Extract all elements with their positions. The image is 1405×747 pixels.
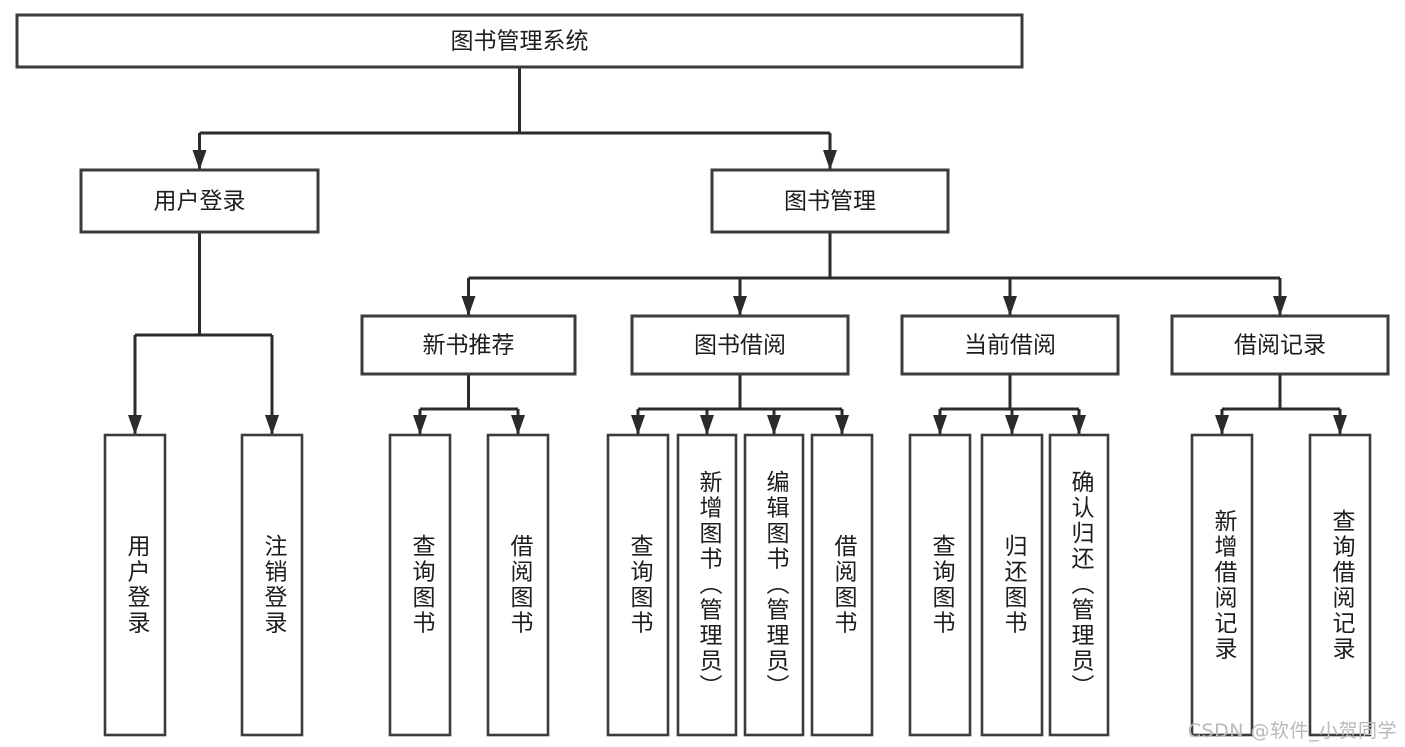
connector-arrowhead [1005, 415, 1019, 435]
watermark: CSDN @软件_小贺同学 [1187, 720, 1397, 742]
node-box-leaf-add-book[interactable] [676, 433, 738, 737]
connector-arrowhead [1215, 415, 1229, 435]
node-box-leaf-query-book-3[interactable] [908, 433, 972, 737]
node-label-borrow-record: 借阅记录 [1234, 333, 1326, 359]
node-box-leaf-borrow-book-1[interactable] [486, 433, 550, 737]
connector-arrowhead [461, 296, 476, 316]
node-box-leaf-query-book-2[interactable] [606, 433, 670, 737]
node-box-leaf-query-book-1[interactable] [388, 433, 452, 737]
node-box-root[interactable] [15, 13, 1024, 69]
node-box-user-login[interactable] [79, 168, 320, 234]
node-box-leaf-return-book[interactable] [980, 433, 1044, 737]
node-box-leaf-user-login[interactable] [103, 433, 167, 737]
node-box-borrow-record[interactable] [1170, 314, 1390, 376]
connector-arrowhead [733, 296, 747, 316]
node-box-leaf-borrow-book-2[interactable] [810, 433, 874, 737]
connector-arrowhead [192, 150, 207, 170]
connector-arrowhead [835, 415, 849, 435]
node-box-leaf-add-record[interactable] [1190, 433, 1254, 737]
node-box-leaf-edit-book[interactable] [743, 433, 805, 737]
node-box-leaf-logout[interactable] [240, 433, 304, 737]
connector-arrowhead [1333, 415, 1347, 435]
node-label-root: 图书管理系统 [451, 29, 589, 55]
node-label-book-borrow: 图书借阅 [694, 333, 786, 359]
connectors-layer [128, 67, 1347, 435]
connector-arrowhead [265, 415, 279, 435]
node-label-book-manage: 图书管理 [784, 189, 876, 215]
connector-arrowhead [1273, 296, 1287, 316]
connector-arrowhead [511, 415, 525, 435]
node-box-book-borrow[interactable] [630, 314, 850, 376]
node-box-leaf-confirm-return[interactable] [1048, 433, 1110, 737]
connector-arrowhead [933, 415, 947, 435]
connector-arrowhead [1072, 415, 1086, 435]
node-box-current-borrow[interactable] [900, 314, 1120, 376]
node-box-leaf-query-record[interactable] [1308, 433, 1372, 737]
connector-arrowhead [128, 415, 142, 435]
connector-arrowhead [767, 415, 781, 435]
connector-arrowhead [631, 415, 645, 435]
node-label-current-borrow: 当前借阅 [964, 333, 1056, 359]
node-label-user-login: 用户登录 [154, 189, 246, 215]
boxes-layer [15, 13, 1390, 737]
connector-arrowhead [1003, 296, 1017, 316]
connector-arrowhead [823, 150, 837, 170]
node-label-new-book-rec: 新书推荐 [423, 333, 515, 359]
connector-arrowhead [700, 415, 714, 435]
node-box-new-book-rec[interactable] [360, 314, 577, 376]
node-box-book-manage[interactable] [710, 168, 950, 234]
connector-arrowhead [413, 415, 427, 435]
